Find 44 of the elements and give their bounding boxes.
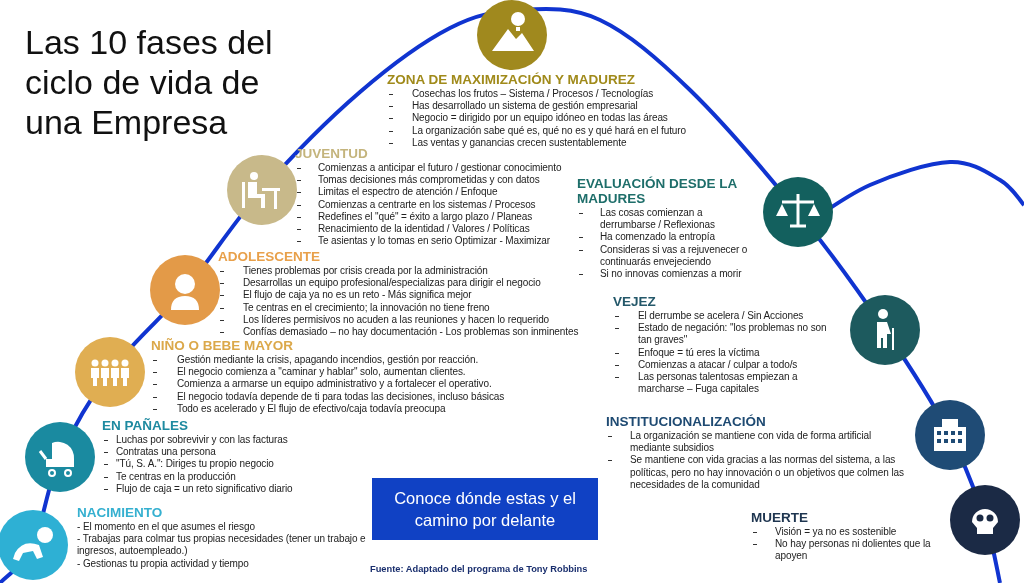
list-item: Te centras en la producción (103, 470, 363, 483)
list-item: Las personas talentosas empiezan a marcharse – Fuga capitales (614, 371, 829, 396)
source-note: Fuente: Adaptado del programa de Tony Robbins (370, 564, 588, 574)
stage-heading: INSTITUCIONALIZACIÓN (606, 414, 767, 429)
stage-heading: MUERTE (751, 510, 809, 525)
list-item: Estado de negación: "los problemas no son tan graves" (614, 322, 829, 347)
list-item: La organización sabe qué es, qué no es y qué hará en el futuro (388, 124, 728, 137)
stage-heading: ZONA DE MAXIMIZACIÓN Y MADUREZ (387, 72, 636, 87)
title: Las 10 fases del ciclo de vida de una Empresa (25, 22, 274, 142)
stage-heading: EVALUACIÓN DESDE LA MADURES (577, 176, 738, 206)
list-item: No hay personas ni dolientes que la apoyen (752, 538, 942, 563)
list-item: Gestión mediante la crisis, apagando incendios, gestión por reacción. (152, 354, 572, 367)
list-item: La organización se mantiene con vida de forma artificial mediante subsidios (607, 430, 907, 455)
list-item: Cosechas los frutos – Sistema / Procesos / Tecnologías (388, 88, 728, 101)
list-item: Comienzas a atacar / culpar a todo/s (614, 358, 829, 371)
stage-heading: VEJEZ (613, 294, 657, 309)
list-item: Te centras en el crecimiento; la innovación no tiene freno (219, 301, 609, 314)
list-item: - Trabajas para colmar tus propias necesidades (tener un trabajo e ingresos, autoempleado.) (77, 533, 367, 558)
list-item: Las ventas y ganancias crecen sustentablemente (388, 136, 728, 149)
callout-box: Conoce dónde estas y el camino por delante (372, 478, 598, 540)
list-item: El negocio todavía depende de ti para todas las decisiones, incluso básicas (152, 390, 572, 403)
list-item: Negocio = dirigido por un equipo idóneo en todas las áreas (388, 112, 728, 125)
stage-heading: NACIMIENTO (77, 505, 164, 520)
list-item: Luchas por sobrevivir y con las facturas (103, 434, 363, 447)
list-item: Enfoque = tú eres la víctima (614, 346, 829, 359)
stage-heading: EN PAÑALES (102, 418, 189, 433)
list-item: El negocio comienza a "caminar y hablar" solo, aumentan clientes. (152, 366, 572, 379)
list-item: "Tú, S. A.": Diriges tu propio negocio (103, 458, 363, 471)
list-item: El derrumbe se acelera / Sin Acciones (614, 310, 829, 323)
list-item: Se mantiene con vida gracias a las normas del sistema, a las políticas, pero no hay innovación o un objetivos que colmen las necesidades de la comunidad (607, 454, 907, 491)
stage-heading: JUVENTUD (295, 146, 369, 161)
list-item: Confías demasiado – no hay documentación - Los problemas son inminentes (219, 326, 609, 339)
list-item: El flujo de caja ya no es un reto - Más significa mejor (219, 289, 609, 302)
list-item: Flujo de caja = un reto significativo diario (103, 482, 363, 495)
list-item: Los líderes permisivos no acuden a las reuniones y hacen lo requerido (219, 313, 609, 326)
list-item: Comienza a armarse un equipo administrativo y a fortalecer el operativo. (152, 378, 572, 391)
list-item: Has desarrollado un sistema de gestión empresarial (388, 100, 728, 113)
list-item: Comienzas a anticipar el futuro / gestionar conocimiento (296, 162, 596, 175)
stage-heading: NIÑO O BEBE MAYOR (151, 338, 295, 353)
list-item: - Gestionas tu propia actividad y tiempo (77, 557, 250, 570)
list-item: Todo es acelerado y El flujo de efectivo/caja todavía preocupa (152, 402, 572, 415)
list-item: - El momento en el que asumes el riesgo (77, 521, 256, 534)
list-item: Contratas una persona (103, 446, 363, 459)
list-item: Visión = ya no es sostenible (752, 526, 942, 539)
